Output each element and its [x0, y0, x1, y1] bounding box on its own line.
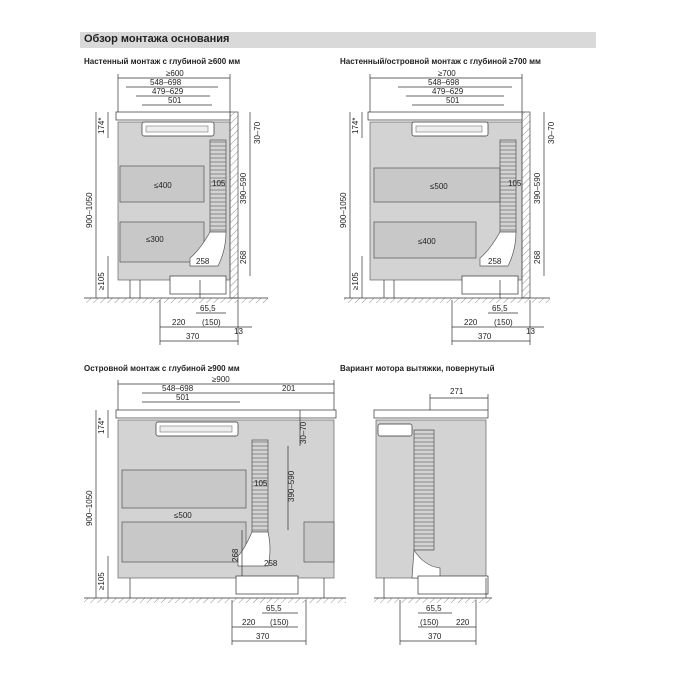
dim-top4: 501	[446, 96, 460, 105]
dim-top1: ≥900	[212, 375, 230, 384]
worktop	[115, 111, 231, 121]
dim-right-top: 30–70	[299, 421, 308, 444]
dim-left-small: 174*	[351, 118, 360, 134]
dim-left-tall: 900–1050	[339, 192, 348, 228]
panel-wall-island-700	[344, 74, 550, 345]
dim-left-small: 174*	[97, 418, 106, 434]
worktop	[115, 409, 337, 419]
rear-cabinet	[303, 521, 335, 563]
dim-b3: 220	[456, 618, 470, 627]
dim-b3: (150)	[202, 318, 221, 327]
dim-b3: (150)	[494, 318, 513, 327]
plinth-box	[169, 275, 227, 295]
dim-top3: 479–629	[152, 87, 184, 96]
dim-box: 258	[196, 257, 210, 266]
fan-housing	[377, 423, 413, 437]
dim-left-small: 174*	[97, 118, 106, 134]
dim-left-base: ≥105	[351, 272, 360, 290]
dim-b2: 220	[172, 318, 186, 327]
dim-b2: (150)	[420, 618, 439, 627]
dim-b5: 370	[478, 332, 492, 341]
drawer-1	[121, 469, 247, 509]
dim-right-low: 268	[239, 250, 248, 264]
worktop	[367, 111, 523, 121]
panel-rotated-motor	[373, 394, 492, 645]
dim-top2: 548–698	[428, 78, 460, 87]
floor	[84, 598, 346, 603]
drawer-2	[121, 521, 247, 563]
dim-top2: 548–698	[162, 384, 194, 393]
dim-b1: 65,5	[426, 604, 442, 613]
dim-top4: 501	[168, 96, 182, 105]
dim-top2: 548–698	[150, 78, 182, 87]
dim-b5: 370	[428, 632, 442, 641]
panel-title-rotated-motor: Вариант мотора вытяжки, повернутый	[340, 364, 495, 373]
section-title: Обзор монтажа основания	[84, 33, 230, 45]
dim-b2: 220	[242, 618, 256, 627]
dim-right-mid: 390–590	[287, 470, 296, 502]
dim-duct: 105	[508, 179, 522, 188]
panel-island-900	[84, 380, 346, 645]
plinth-box	[235, 575, 299, 595]
dim-b1: 65,5	[200, 304, 216, 313]
dim-top1: ≥600	[166, 69, 184, 78]
dim-drawer1: ≤400	[154, 181, 172, 190]
dim-drawer2: ≤400	[418, 237, 436, 246]
panel-wall-600	[84, 74, 268, 345]
dim-top1: 271	[450, 387, 464, 396]
dim-right-low: 268	[533, 250, 542, 264]
dim-duct: 105	[212, 179, 226, 188]
dim-right-mid: 390–590	[239, 172, 248, 204]
dim-top3: 479–629	[432, 87, 464, 96]
drawer-1	[119, 165, 205, 203]
dim-left-tall: 900–1050	[85, 490, 94, 526]
dim-b4: 13	[526, 327, 535, 336]
drawer-1	[373, 167, 501, 203]
dim-b2: 220	[464, 318, 478, 327]
floor	[84, 298, 268, 303]
panel-title-wall-island-700: Настенный/островной монтаж с глубиной ≥7…	[340, 57, 541, 66]
dim-b5: 370	[186, 332, 200, 341]
wall	[229, 111, 239, 299]
drawer-2	[373, 221, 477, 259]
wall	[521, 111, 531, 299]
dim-box: 258	[488, 257, 502, 266]
dim-b3: (150)	[270, 618, 289, 627]
dim-top4: 201	[282, 384, 296, 393]
dim-right-low: 268	[231, 548, 240, 562]
dim-duct: 105	[254, 479, 268, 488]
dim-left-base: ≥105	[97, 572, 106, 590]
worktop	[373, 409, 489, 419]
floor	[344, 298, 550, 303]
dim-right-mid: 390–590	[533, 172, 542, 204]
dim-right-top: 30–70	[253, 121, 262, 144]
duct-bellows	[413, 429, 435, 551]
plinth-box	[417, 575, 489, 595]
dim-box: 258	[264, 559, 278, 568]
dim-left-tall: 900–1050	[85, 192, 94, 228]
dim-b1: 65,5	[266, 604, 282, 613]
dim-left-base: ≥105	[97, 272, 106, 290]
dim-drawer2: ≤300	[146, 235, 164, 244]
drawer-2	[119, 221, 205, 263]
section-header: Обзор монтажа основания	[80, 32, 596, 48]
panel-title-wall-600: Настенный монтаж с глубиной ≥600 мм	[84, 57, 241, 66]
dim-drawer1: ≤500	[430, 182, 448, 191]
dim-top1: ≥700	[438, 69, 456, 78]
dim-drawer1: ≤500	[174, 511, 192, 520]
floor	[374, 598, 492, 603]
dim-right-top: 30–70	[547, 121, 556, 144]
dim-b5: 370	[256, 632, 270, 641]
plinth-box	[461, 275, 519, 295]
dim-top3: 501	[176, 393, 190, 402]
dim-b4: 13	[234, 327, 243, 336]
dim-b1: 65,5	[492, 304, 508, 313]
panel-title-island-900: Островной монтаж с глубиной ≥900 мм	[84, 364, 240, 373]
